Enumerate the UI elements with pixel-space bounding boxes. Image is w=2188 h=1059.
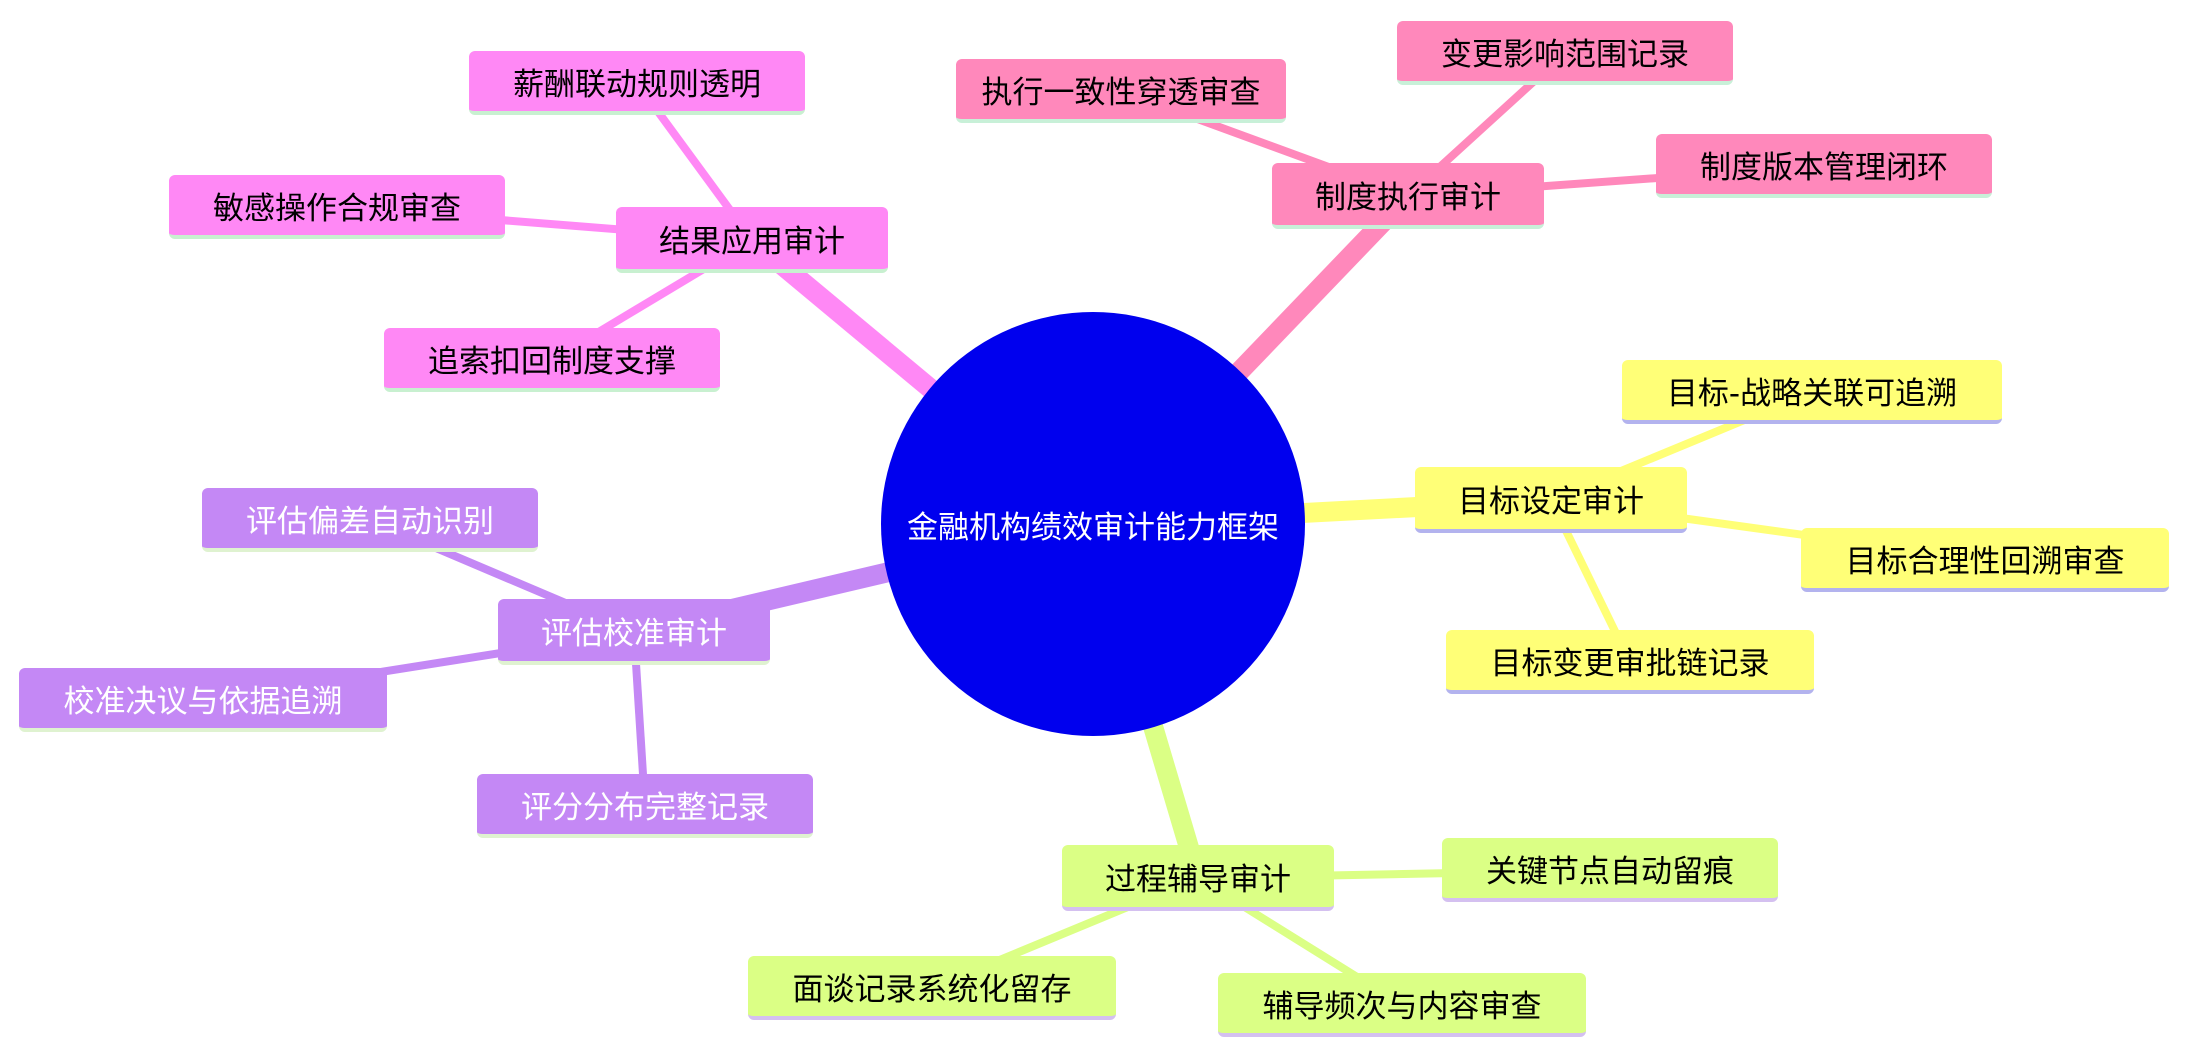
branch-node-5[interactable]: 结果应用审计: [616, 207, 888, 273]
leaf-node-5-1-label: 薪酬联动规则透明: [513, 66, 761, 103]
leaf-node-2-3[interactable]: 目标变更审批链记录: [1446, 630, 1814, 694]
leaf-node-3-1[interactable]: 关键节点自动留痕: [1442, 838, 1778, 902]
leaf-node-5-3-label: 追索扣回制度支撑: [428, 343, 676, 380]
leaf-node-1-1-label: 执行一致性穿透审查: [981, 74, 1261, 111]
root-node[interactable]: 金融机构绩效审计能力框架: [881, 312, 1305, 736]
leaf-node-1-2-label: 变更影响范围记录: [1441, 36, 1689, 73]
leaf-node-1-1[interactable]: 执行一致性穿透审查: [956, 59, 1286, 123]
leaf-node-2-1-label: 目标-战略关联可追溯: [1666, 375, 1958, 412]
leaf-node-4-1[interactable]: 评估偏差自动识别: [202, 488, 538, 552]
leaf-node-3-3-label: 面谈记录系统化留存: [792, 971, 1072, 1008]
branch-node-4[interactable]: 评估校准审计: [498, 599, 770, 665]
leaf-node-4-2-label: 校准决议与依据追溯: [63, 683, 343, 720]
leaf-node-2-2-label: 目标合理性回溯审查: [1845, 543, 2125, 580]
leaf-node-4-2[interactable]: 校准决议与依据追溯: [19, 668, 387, 732]
leaf-node-2-1[interactable]: 目标-战略关联可追溯: [1622, 360, 2002, 424]
leaf-node-4-3-label: 评分分布完整记录: [521, 789, 769, 826]
leaf-node-5-2-label: 敏感操作合规审查: [213, 190, 461, 227]
leaf-node-1-3[interactable]: 制度版本管理闭环: [1656, 134, 1992, 198]
leaf-node-2-2[interactable]: 目标合理性回溯审查: [1801, 528, 2169, 592]
leaf-node-3-2[interactable]: 辅导频次与内容审查: [1218, 973, 1586, 1037]
leaf-node-1-2[interactable]: 变更影响范围记录: [1397, 21, 1733, 85]
branch-node-4-label: 评估校准审计: [541, 615, 727, 652]
branch-node-3[interactable]: 过程辅导审计: [1062, 845, 1334, 911]
branch-node-2[interactable]: 目标设定审计: [1415, 467, 1687, 533]
branch-node-5-label: 结果应用审计: [659, 223, 845, 260]
root-node-label: 金融机构绩效审计能力框架: [907, 509, 1279, 546]
leaf-node-5-1[interactable]: 薪酬联动规则透明: [469, 51, 805, 115]
leaf-node-5-2[interactable]: 敏感操作合规审查: [169, 175, 505, 239]
leaf-node-3-2-label: 辅导频次与内容审查: [1262, 988, 1542, 1025]
branch-node-2-label: 目标设定审计: [1458, 483, 1644, 520]
branch-node-1[interactable]: 制度执行审计: [1272, 163, 1544, 229]
leaf-node-1-3-label: 制度版本管理闭环: [1700, 149, 1948, 186]
branch-node-3-label: 过程辅导审计: [1105, 861, 1291, 898]
leaf-node-2-3-label: 目标变更审批链记录: [1490, 645, 1770, 682]
leaf-node-5-3[interactable]: 追索扣回制度支撑: [384, 328, 720, 392]
leaf-node-3-1-label: 关键节点自动留痕: [1486, 853, 1734, 890]
branch-node-1-label: 制度执行审计: [1315, 179, 1501, 216]
leaf-node-4-1-label: 评估偏差自动识别: [246, 503, 494, 540]
leaf-node-3-3[interactable]: 面谈记录系统化留存: [748, 956, 1116, 1020]
leaf-node-4-3[interactable]: 评分分布完整记录: [477, 774, 813, 838]
